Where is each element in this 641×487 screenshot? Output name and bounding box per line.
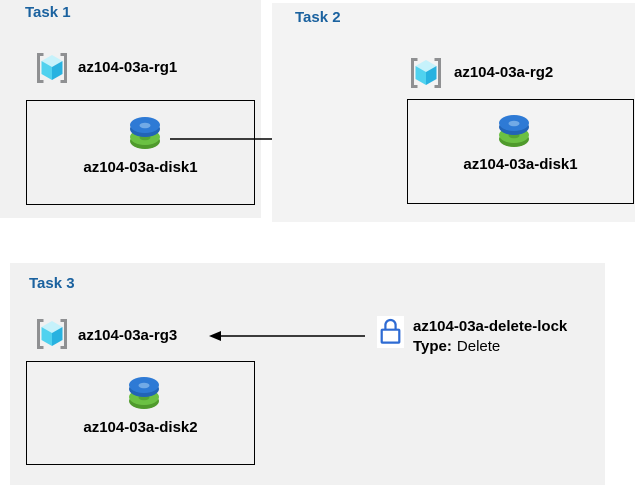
task3-resource-box: az104-03a-disk2 bbox=[26, 361, 255, 465]
task1-disk-label: az104-03a-disk1 bbox=[83, 159, 198, 176]
lock-plate bbox=[377, 316, 404, 348]
task1-resource-box: az104-03a-disk1 bbox=[26, 100, 255, 205]
lock-arrow-left-icon bbox=[209, 328, 365, 349]
task2-title: Task 2 bbox=[295, 9, 341, 26]
resource-group-icon bbox=[33, 49, 71, 87]
task3-panel: Task 3 az104-03a-rg3 bbox=[10, 263, 605, 485]
disk-icon bbox=[122, 374, 166, 412]
lock-type-label: Type: bbox=[413, 338, 452, 355]
task1-title: Task 1 bbox=[25, 4, 71, 21]
lock-icon bbox=[378, 317, 403, 347]
delete-lock-name-label: az104-03a-delete-lock bbox=[413, 318, 568, 335]
task2-resource-group-label: az104-03a-rg2 bbox=[454, 64, 554, 81]
task2-resource-box: az104-03a-disk1 bbox=[407, 99, 634, 204]
resource-group-icon bbox=[407, 54, 445, 92]
resource-group-icon bbox=[33, 315, 71, 353]
task2-disk-label: az104-03a-disk1 bbox=[463, 156, 578, 173]
disk-icon bbox=[492, 112, 536, 150]
delete-lock-type-line: Type:Delete bbox=[413, 338, 500, 355]
task3-resource-group-label: az104-03a-rg3 bbox=[78, 327, 178, 344]
task1-resource-group-label: az104-03a-rg1 bbox=[78, 59, 178, 76]
task2-panel: Task 2 az104-03a-rg2 bbox=[272, 3, 635, 222]
task1-panel: Task 1 az104-03a-rg1 bbox=[0, 0, 261, 218]
task3-title: Task 3 bbox=[29, 275, 75, 292]
lock-type-value: Delete bbox=[456, 338, 501, 355]
disk-icon bbox=[123, 114, 167, 152]
task3-disk-label: az104-03a-disk2 bbox=[83, 419, 198, 436]
